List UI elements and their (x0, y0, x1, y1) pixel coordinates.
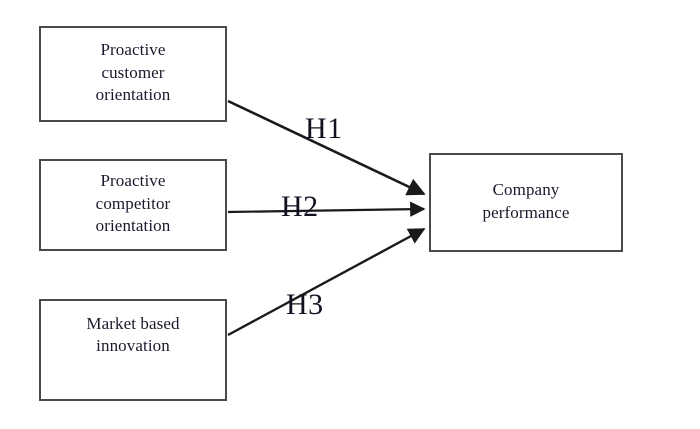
node-label-performance: Company performance (482, 180, 570, 222)
node-label-customer: Proactive customer orientation (95, 40, 171, 105)
hypothesis-label-h1: H1 (305, 112, 343, 145)
node-label-innovation: Market based innovation (86, 314, 180, 356)
arrow-h1 (227, 99, 426, 196)
hypothesis-label-h3: H3 (286, 288, 324, 321)
arrow-h3 (227, 227, 426, 337)
hypothesis-label-h2: H2 (281, 190, 319, 223)
node-proactive-customer-orientation: Proactive customer orientation (39, 26, 227, 122)
node-company-performance: Company performance (429, 153, 623, 252)
node-market-based-innovation: Market based innovation (39, 299, 227, 401)
arrow-h2 (227, 201, 426, 217)
node-proactive-competitor-orientation: Proactive competitor orientation (39, 159, 227, 251)
node-label-competitor: Proactive competitor orientation (95, 171, 171, 236)
